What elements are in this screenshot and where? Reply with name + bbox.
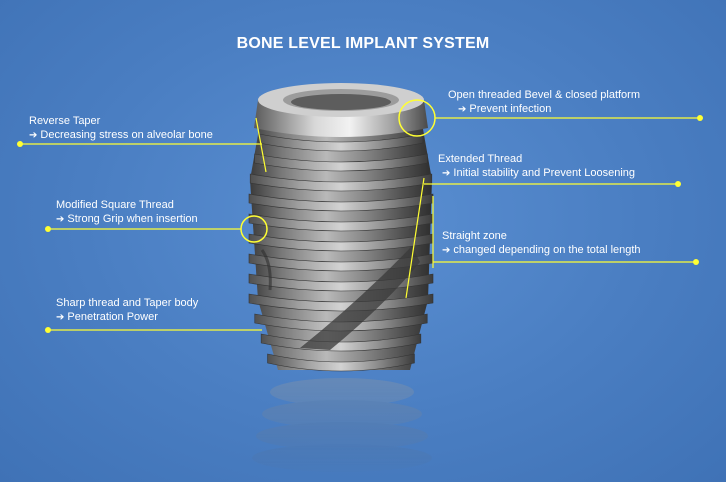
- square-thread-label: Modified Square Thread ➔Strong Grip when…: [56, 198, 198, 227]
- arrow-icon: ➔: [56, 214, 65, 225]
- thread-ring: [267, 353, 415, 372]
- arrow-icon: ➔: [458, 104, 467, 115]
- bevel-dot: [697, 115, 703, 121]
- extended-thread-heading: Extended Thread: [438, 153, 523, 165]
- arrow-icon: ➔: [56, 312, 65, 323]
- extended-thread-detail: Initial stability and Prevent Loosening: [453, 167, 636, 179]
- square-thread-heading: Modified Square Thread: [56, 199, 174, 211]
- straight-zone-detail: changed depending on the total length: [453, 244, 641, 256]
- straight-zone-dot: [693, 259, 699, 265]
- thread-ring: [248, 293, 434, 312]
- thread-ring: [258, 133, 424, 152]
- arrow-icon: ➔: [442, 245, 451, 256]
- sharp-thread-detail: Penetration Power: [67, 311, 158, 323]
- bevel-label: Open threaded Bevel & closed platform ➔P…: [448, 88, 640, 117]
- straight-zone-label: Straight zone ➔changed depending on the …: [442, 229, 641, 258]
- arrow-icon: ➔: [29, 130, 38, 141]
- extended-thread-label: Extended Thread ➔Initial stability and P…: [438, 152, 635, 181]
- reverse-taper-bracket: [255, 117, 267, 173]
- thread-ring: [254, 153, 428, 172]
- reverse-taper-label: Reverse Taper ➔Decreasing stress on alve…: [29, 114, 213, 143]
- reverse-taper-heading: Reverse Taper: [29, 115, 101, 127]
- square-thread-dot: [45, 226, 51, 232]
- callout-dots: [17, 115, 703, 333]
- extended-thread-dot: [675, 181, 681, 187]
- implant-body: [248, 83, 434, 372]
- straight-zone-heading: Straight zone: [442, 230, 507, 242]
- sharp-thread-heading: Sharp thread and Taper body: [56, 297, 199, 309]
- square-thread-detail: Strong Grip when insertion: [67, 213, 198, 225]
- implant-reflection: [252, 378, 432, 472]
- thread-ring: [249, 173, 433, 192]
- extended-thread-bracket: [405, 177, 425, 299]
- reverse-taper-dot: [17, 141, 23, 147]
- page-title: BONE LEVEL IMPLANT SYSTEM: [236, 35, 490, 52]
- bevel-detail: Prevent infection: [469, 103, 552, 115]
- callout-lines: [20, 117, 700, 331]
- bevel-heading: Open threaded Bevel & closed platform: [448, 89, 641, 101]
- arrow-icon: ➔: [442, 168, 451, 179]
- reverse-taper-detail: Decreasing stress on alveolar bone: [40, 129, 213, 141]
- sharp-thread-dot: [45, 327, 51, 333]
- sharp-thread-label: Sharp thread and Taper body ➔Penetration…: [56, 296, 198, 325]
